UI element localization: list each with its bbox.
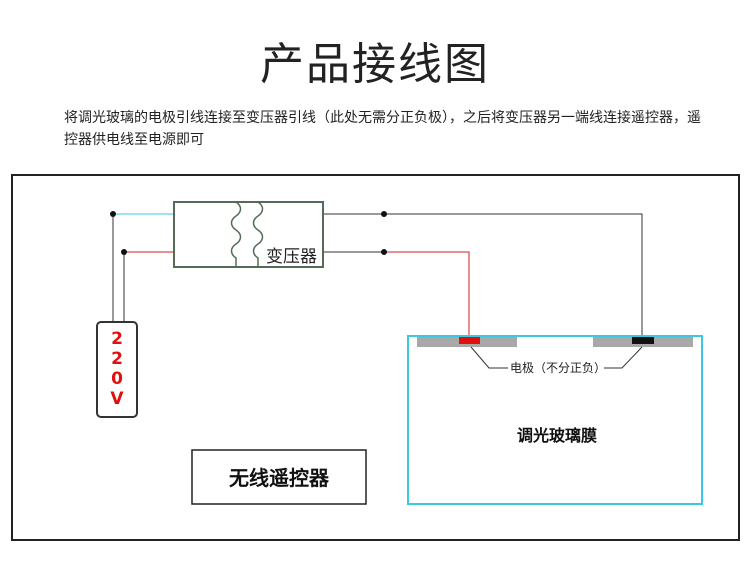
page-title: 产品接线图 — [260, 39, 490, 90]
electrode-callout-lines — [470, 346, 643, 369]
dimming-film: 电极（不分正负） 调光玻璃膜 — [407, 335, 703, 505]
diagram-frame — [11, 174, 740, 541]
junction-dot — [110, 211, 116, 217]
electrode-label: 电极（不分正负） — [510, 361, 606, 375]
wireless-remote: 无线遥控器 — [191, 449, 367, 505]
junction-dot — [121, 249, 127, 255]
film-label: 调光玻璃膜 — [517, 426, 597, 445]
power-label-char: 2 — [111, 329, 123, 349]
film-box — [407, 335, 703, 505]
transformer-box — [173, 201, 324, 268]
transformer-label: 变压器 — [266, 247, 317, 267]
remote-label: 无线遥控器 — [229, 466, 330, 490]
output-wire-black — [323, 213, 643, 337]
transformer-coil-right-icon — [252, 201, 264, 267]
remote-box — [191, 449, 367, 505]
power-label-char: 2 — [111, 349, 123, 369]
power-label-char: 0 — [111, 369, 123, 389]
transformer: 变压器 — [173, 201, 324, 268]
junction-dots — [110, 211, 387, 255]
output-wire-red — [384, 251, 470, 337]
wires — [112, 213, 643, 337]
transformer-coil-left-icon — [230, 201, 242, 267]
wiring-description: 将调光玻璃的电极引线连接至变压器引线（此处无需分正负极），之后将变压器另一端线连… — [64, 110, 701, 148]
power-label-char: V — [110, 389, 124, 409]
electrode-black-terminal — [632, 337, 654, 344]
power-source: 2 2 0 V — [96, 321, 138, 418]
electrode-red-terminal — [459, 337, 480, 344]
junction-dot — [381, 249, 387, 255]
junction-dot — [381, 211, 387, 217]
power-source-box — [96, 321, 138, 418]
